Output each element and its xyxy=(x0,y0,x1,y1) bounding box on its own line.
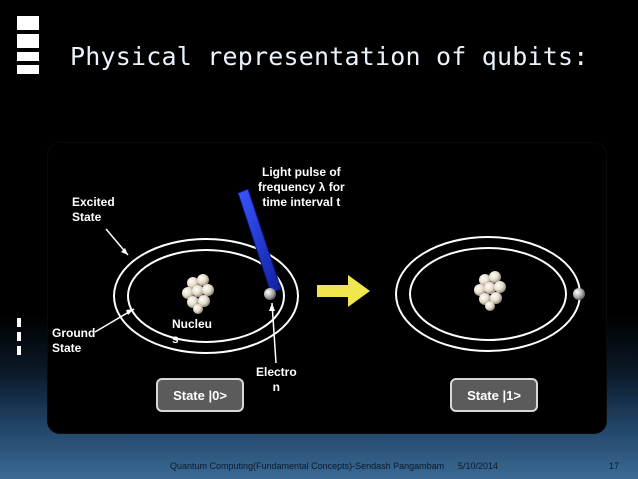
deco-bar xyxy=(17,65,39,74)
footer-date: 5/10/2014 xyxy=(458,461,499,471)
ground-orbit-right xyxy=(409,247,567,341)
excited-orbit xyxy=(113,238,299,354)
ground-orbit xyxy=(127,249,285,343)
qubit-diagram-panel: Excited State Ground State Nucleu s Elec… xyxy=(48,143,606,433)
light-pulse-beam xyxy=(237,188,282,294)
decorative-bars xyxy=(17,16,39,78)
state-0-label: State |0> xyxy=(156,378,244,412)
nucleus-left xyxy=(182,274,214,314)
label-light-pulse: Light pulse of frequency λ for time inte… xyxy=(258,165,345,209)
label-nucleus: Nucleu s xyxy=(172,317,213,346)
deco-mark xyxy=(17,346,21,355)
label-ground-state: Ground State xyxy=(52,326,96,355)
deco-mark xyxy=(17,318,21,327)
label-electron: Electro n xyxy=(256,365,297,394)
footer-text: Quantum Computing(Fundamental Concepts)-… xyxy=(170,461,445,471)
slide-title: Physical representation of qubits: xyxy=(70,42,589,71)
deco-bar xyxy=(17,34,39,48)
qubit-diagram xyxy=(94,188,585,364)
electron-right xyxy=(573,288,585,300)
pointer-electron xyxy=(271,302,277,364)
deco-bar xyxy=(17,52,39,61)
deco-mark xyxy=(17,332,21,341)
nucleus-right xyxy=(474,271,506,311)
page-number: 17 xyxy=(609,461,620,471)
state-1-label: State |1> xyxy=(450,378,538,412)
transition-arrow xyxy=(317,275,370,307)
deco-bar xyxy=(17,16,39,30)
electron-left xyxy=(264,288,276,300)
label-excited-state: Excited State xyxy=(72,195,115,224)
